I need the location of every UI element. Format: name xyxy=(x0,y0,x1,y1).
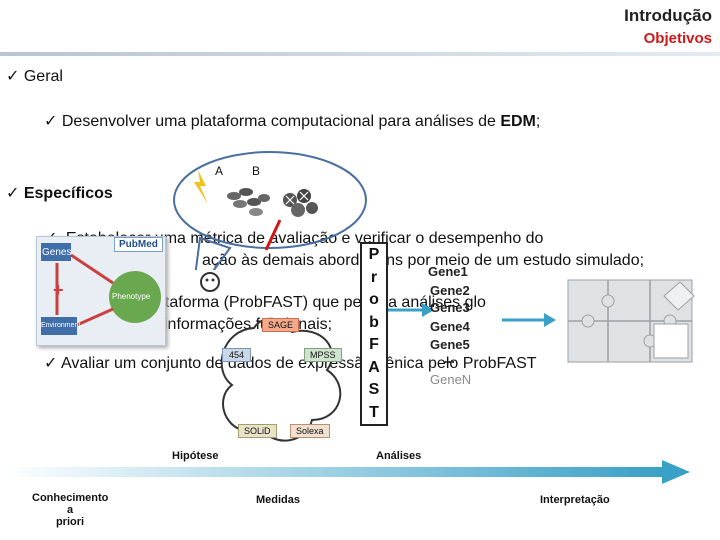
probfast-box: P r o b F A S T xyxy=(360,242,388,426)
slide-title: Introdução xyxy=(624,6,712,26)
label-conhecimento-line1: Conhecimento a xyxy=(32,492,108,516)
probfast-letter: T xyxy=(369,404,379,422)
probfast-letter: S xyxy=(369,381,380,399)
probfast-letter: o xyxy=(369,291,379,309)
cell-cluster-icon xyxy=(227,188,270,216)
header-divider xyxy=(0,52,720,56)
gene-n: GeneN xyxy=(430,372,471,387)
geral-item-text: Desenvolver uma plataforma computacional… xyxy=(62,113,500,130)
label-conhecimento-priori: Conhecimento a priori xyxy=(32,492,108,528)
p454-badge: 454 xyxy=(222,348,251,362)
gene-1: Gene1 xyxy=(428,264,468,279)
bubble-label-b: B xyxy=(252,164,260,178)
altered-cell-cluster-icon xyxy=(283,189,318,217)
probfast-letter: P xyxy=(369,246,380,264)
timeline-arrow xyxy=(0,458,720,486)
hypothesis-bubble xyxy=(170,150,370,270)
checkmark-icon: ✓ xyxy=(44,353,57,372)
geral-item-bold: EDM xyxy=(500,113,536,130)
bullet-especificos-label: Específicos xyxy=(24,185,113,202)
bubble-label-a: A xyxy=(215,164,223,178)
checkmark-icon: ✓ xyxy=(44,111,57,130)
checkmark-icon: ✓ xyxy=(6,183,19,202)
red-pointer xyxy=(266,220,280,250)
genes-to-puzzle-arrow xyxy=(500,305,560,335)
arrow-genes-phenotype xyxy=(71,255,113,283)
gene-4: Gene4 xyxy=(430,319,470,334)
gene-2: Gene2 xyxy=(430,283,470,298)
label-interpretacao: Interpretação xyxy=(540,494,610,506)
bullet-geral-item: ✓ Desenvolver uma plataforma computacion… xyxy=(44,111,540,131)
gene-5: Gene5 xyxy=(430,337,470,352)
slide-subtitle: Objetivos xyxy=(644,30,712,47)
solexa-badge: Solexa xyxy=(290,424,330,438)
label-medidas: Medidas xyxy=(256,494,300,506)
gene-3: Gene3 xyxy=(430,300,470,315)
mpss-badge: MPSS xyxy=(304,348,342,362)
probfast-letter: b xyxy=(369,314,379,332)
gene-ellipsis: ... xyxy=(444,351,455,366)
lightning-icon xyxy=(194,170,208,204)
probfast-letter: r xyxy=(371,269,377,287)
smiley-icon xyxy=(201,273,219,291)
probfast-letter: A xyxy=(368,359,380,377)
bullet-geral-label: Geral xyxy=(24,68,63,85)
pubmed-logo: PubMed xyxy=(114,237,163,252)
arrow-env-phenotype xyxy=(77,309,113,325)
bullet-especificos: ✓ Específicos xyxy=(6,183,113,203)
environment-node-label: Environment xyxy=(41,322,80,329)
bullet-geral: ✓ Geral xyxy=(6,66,63,86)
label-conhecimento-line2: priori xyxy=(32,516,108,528)
checkmark-icon: ✓ xyxy=(6,66,19,85)
genes-node-label: Genes xyxy=(42,247,71,258)
sage-badge: SAGE xyxy=(262,318,299,332)
bubble-outline xyxy=(174,152,366,248)
phenotype-node-label: Phenotype xyxy=(112,292,150,301)
geral-item-end: ; xyxy=(536,113,540,130)
plus-icon: + xyxy=(53,280,64,300)
probfast-letter: F xyxy=(369,336,379,354)
puzzle-icon xyxy=(560,266,710,376)
solid-badge: SOLiD xyxy=(238,424,277,438)
cloud-outline xyxy=(222,319,341,441)
